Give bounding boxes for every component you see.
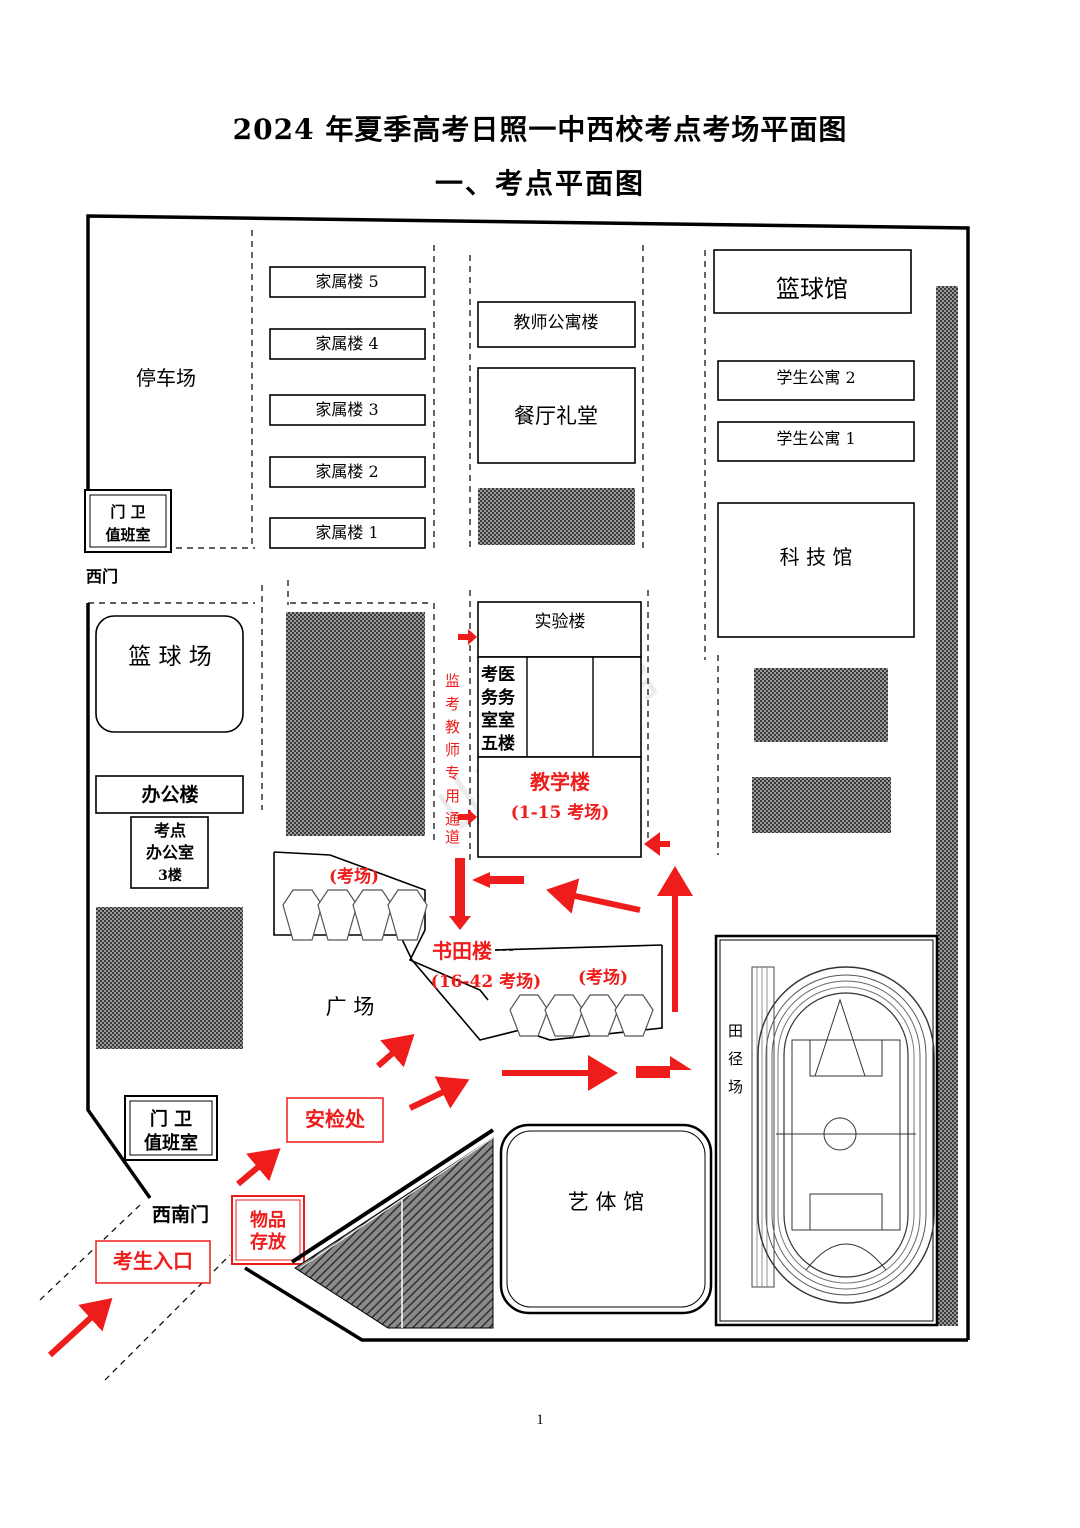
basketball-court-label: 篮 球 场 (128, 644, 212, 670)
track-field-char-3: 场 (728, 1078, 743, 1096)
hatched-triangle (294, 1137, 494, 1329)
dining-hall (477, 367, 636, 464)
route-arrowheads (449, 832, 692, 1078)
shutian-label: 书田楼 (432, 939, 492, 963)
square-label: 广 场 (326, 995, 375, 1019)
student-apartment-2 (717, 360, 915, 401)
track-field-char-2: 径 (728, 1050, 743, 1068)
hexagon-rooms-1 (282, 889, 428, 941)
candidate-entrance-label: 考生入口 (113, 1249, 193, 1273)
arts-gym (499, 1123, 713, 1315)
hatched-block-north (478, 488, 635, 545)
exam-office-line-1: 考点 (154, 821, 186, 840)
gymnasium-label: 篮球馆 (776, 275, 848, 303)
family-building-4: 家属楼 4 (315, 334, 378, 353)
route-arrows (47, 866, 693, 1358)
hexagon-rooms-2 (509, 994, 654, 1037)
medical-room-2: 务务 (481, 687, 516, 708)
candidate-entrance-box (95, 1240, 211, 1284)
science-hall (717, 502, 915, 638)
page-number: 1 (536, 1412, 544, 1428)
gymnasium (713, 249, 912, 314)
teacher-passage-char: 考 (445, 695, 460, 713)
teacher-passage-char: 师 (445, 741, 460, 759)
west-guard-label-2: 值班室 (105, 526, 150, 544)
teacher-passage-char: 用 (445, 787, 460, 805)
office-building (95, 775, 244, 814)
hatched-block-east-2 (752, 777, 891, 833)
shutian-rooms: (16-42 考场) (431, 971, 541, 992)
arts-gym-label: 艺 体 馆 (568, 1190, 644, 1214)
exam-room-label-1: (考场) (329, 866, 379, 887)
lab-building-label: 实验楼 (535, 612, 586, 632)
hatched-block-west (96, 907, 243, 1049)
medical-room-4: 五楼 (481, 733, 515, 754)
student-apartment-1 (717, 421, 915, 462)
science-hall-label: 科 技 馆 (780, 545, 853, 569)
family-building-2: 家属楼 2 (315, 462, 378, 481)
exam-office (130, 816, 209, 889)
west-guard-room: 门 卫 值班室 (84, 489, 172, 553)
student-apartment-2-label: 学生公寓 2 (776, 368, 855, 387)
exam-room-label-2: (考场) (578, 967, 628, 988)
medical-room-1: 考医 (480, 664, 515, 685)
basketball-court (95, 615, 244, 733)
track-field: 田 径 场 (714, 934, 939, 1327)
southwest-gate-label: 西南门 (152, 1203, 209, 1226)
east-wall-strip (936, 286, 958, 1326)
teacher-passage-char: 监 (445, 672, 460, 690)
dining-hall-label: 餐厅礼堂 (514, 404, 598, 428)
passage-arrows (458, 629, 477, 825)
teacher-passage: 监 考 教 师 专 用 通 道 (445, 672, 460, 846)
page-subtitle: 一、考点平面图 (434, 167, 645, 200)
family-building-3: 家属楼 3 (315, 400, 378, 419)
exam-office-line-3: 3楼 (158, 867, 182, 884)
page-title: 2024 年夏季高考日照一中西校考点考场平面图 (232, 113, 848, 146)
campus-boundary (86, 214, 970, 1342)
sw-guard-label-2: 值班室 (144, 1132, 198, 1154)
teacher-apartment-label: 教师公寓楼 (514, 313, 599, 333)
teacher-passage-char: 道 (445, 828, 460, 846)
storage-box (231, 1195, 305, 1265)
storage-line-1: 物品 (250, 1209, 286, 1231)
teacher-passage-char: 通 (445, 810, 460, 828)
family-building-5: 家属楼 5 (315, 272, 378, 291)
medical-room-3: 室室 (481, 710, 515, 731)
student-apartment-1-label: 学生公寓 1 (776, 429, 855, 448)
west-gate-label: 西门 (86, 567, 118, 586)
exam-office-line-2: 办公室 (146, 843, 194, 862)
teaching-complex: 实验楼 考医 务务 室室 五楼 教学楼 (1-15 考场) (477, 601, 642, 858)
southwest-guard-room: 门 卫 值班室 (124, 1095, 218, 1161)
teacher-passage-char: 教 (445, 718, 460, 736)
track-field-char-1: 田 (728, 1022, 743, 1040)
hatched-block-east-1 (754, 668, 888, 742)
office-building-label: 办公楼 (141, 783, 198, 806)
storage-line-2: 存放 (250, 1231, 287, 1253)
parking-label: 停车场 (136, 366, 196, 390)
teaching-building-label: 教学楼 (530, 770, 590, 794)
teacher-apartment (477, 301, 636, 348)
security-check-box (286, 1097, 384, 1143)
teaching-building-rooms: (1-15 考场) (511, 802, 610, 823)
security-check-label: 安检处 (305, 1107, 366, 1131)
family-building-1: 家属楼 1 (315, 523, 378, 542)
west-guard-label-1: 门 卫 (110, 503, 145, 521)
family-buildings: 家属楼 5 家属楼 4 家属楼 3 家属楼 2 家属楼 1 (269, 266, 426, 549)
sw-guard-label-1: 门 卫 (150, 1108, 192, 1130)
hatched-block-central (286, 612, 425, 836)
teacher-passage-char: 专 (445, 764, 460, 782)
